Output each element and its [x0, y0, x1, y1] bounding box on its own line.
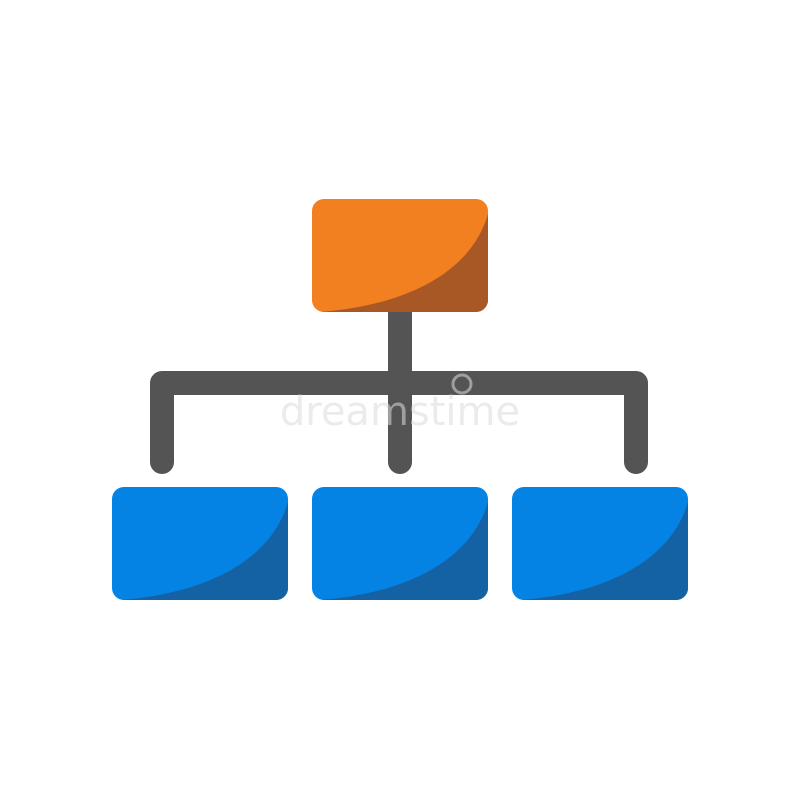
connector-lines — [150, 300, 648, 474]
watermark-logo-icon — [451, 373, 473, 395]
child-node-2 — [312, 487, 488, 600]
watermark-text: dreamstime — [280, 389, 520, 435]
child-node-3 — [512, 487, 688, 600]
child-node-1 — [112, 487, 288, 600]
root-node — [312, 199, 488, 312]
watermark: dreamstime — [280, 373, 520, 435]
